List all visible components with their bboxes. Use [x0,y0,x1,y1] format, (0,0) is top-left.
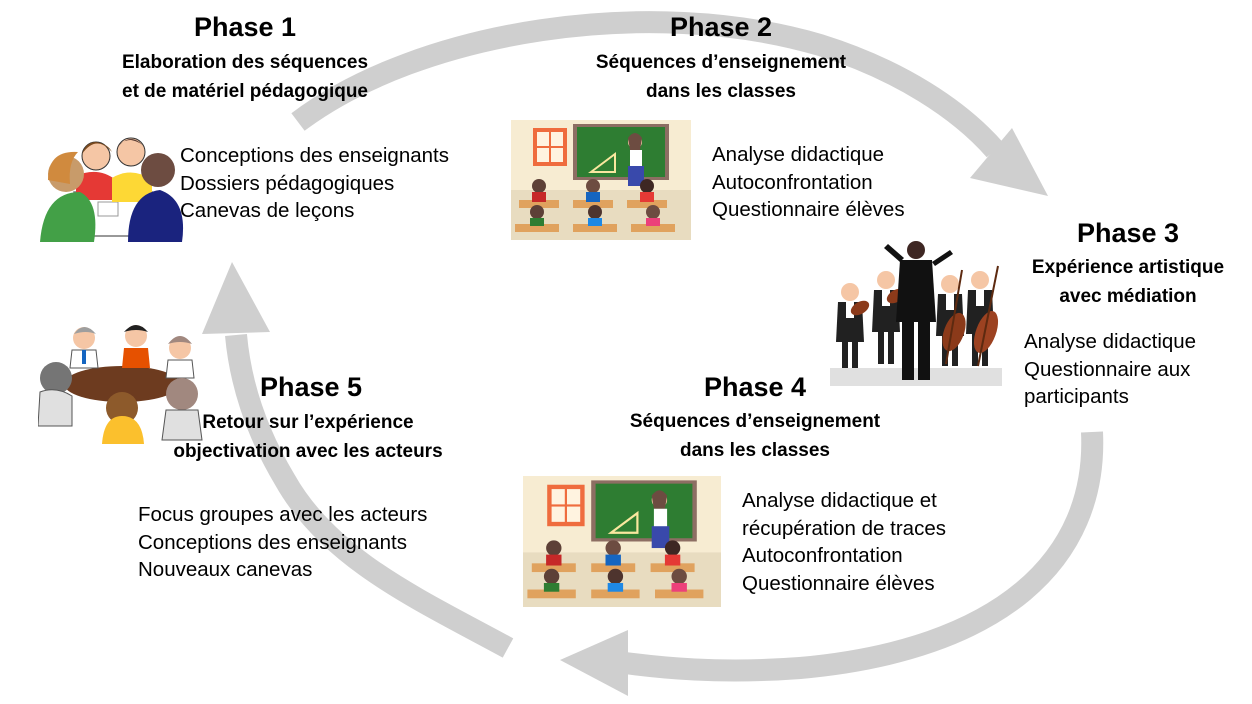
phase-1-item: Canevas de leçons [180,199,355,222]
phase-4-title: Phase 4 [703,372,807,402]
phase-2-item: Autoconfrontation [712,170,873,194]
phase-1-subtitle: Elaboration des séquences et de matériel… [70,48,420,106]
phase-4-item: Autoconfrontation [742,544,903,567]
phase-2-item: Questionnaire élèves [712,198,905,221]
phase-3-subtitle-line-2: avec médiation [1059,286,1197,307]
phase-1-teachers-meeting-icon [36,130,186,248]
phase-4-item: récupération de traces [742,516,946,540]
phase-4-classroom-icon [523,476,721,607]
phase-5-subtitle-line-2: objectivation avec les acteurs [173,441,443,462]
phase-3-item: participants [1024,385,1129,408]
phase-3-title: Phase 3 [1076,218,1180,248]
phase-3-orchestra-icon [830,240,1002,386]
phase-2-subtitle-line-1: Séquences d’enseignement [595,52,847,73]
phase-5-item: Focus groupes avec les acteurs [138,503,428,526]
phase-5-item: Conceptions des enseignants [138,530,407,554]
phase-5-title: Phase 5 [259,372,363,402]
phase-1-item: Dossiers pédagogiques [180,171,395,195]
phase-2-item: Analyse didactique [712,143,885,166]
phase-4-items: Analyse didactique et récupération de tr… [742,487,946,597]
arrowhead-phase3 [970,128,1048,196]
phase-5-subtitle: Retour sur l’expérience objectivation av… [133,408,483,466]
phase-1-subtitle-line-2: et de matériel pédagogique [122,81,368,102]
phase-2-items: Analyse didactique Autoconfrontation Que… [712,141,905,224]
phase-2-subtitle-line-2: dans les classes [646,81,796,102]
phase-3-item: Analyse didactique [1024,330,1197,353]
phase-1-subtitle-line-1: Elaboration des séquences [121,52,369,73]
phase-4-subtitle-line-2: dans les classes [680,440,830,461]
phase-5-item: Nouveaux canevas [138,558,313,581]
phase-3-subtitle: Expérience artistique avec médiation [1008,253,1248,311]
phase-2-title: Phase 2 [669,12,773,42]
phase-2-subtitle: Séquences d’enseignement dans les classe… [546,48,896,106]
arrow-phase3-to-phase4 [616,431,1104,682]
arrow-phase1-to-phase3 [291,11,1004,158]
phase-1-item: Conceptions des enseignants [180,144,449,167]
phase-4-item: Analyse didactique et [742,489,937,512]
phase-5-items: Focus groupes avec les acteurs Conceptio… [138,501,427,584]
phase-4-subtitle: Séquences d’enseignement dans les classe… [580,407,930,465]
phase-3-item: Questionnaire aux [1024,357,1191,381]
phase-5-subtitle-line-1: Retour sur l’expérience [202,412,414,433]
phase-3-items: Analyse didactique Questionnaire aux par… [1024,328,1196,411]
phase-1-title: Phase 1 [193,12,297,42]
phase-1-items: Conceptions des enseignants Dossiers péd… [180,142,449,225]
phase-2-classroom-icon [511,120,691,240]
phase-5-focus-group-icon [38,322,206,444]
phase-4-item: Questionnaire élèves [742,571,935,595]
arrowhead-phase5 [202,262,270,334]
arrow-phase4-to-phase5 [225,333,514,658]
arrowhead-phase4 [560,630,628,696]
phase-3-subtitle-line-1: Expérience artistique [1031,257,1225,278]
phase-4-subtitle-line-1: Séquences d’enseignement [629,411,881,432]
